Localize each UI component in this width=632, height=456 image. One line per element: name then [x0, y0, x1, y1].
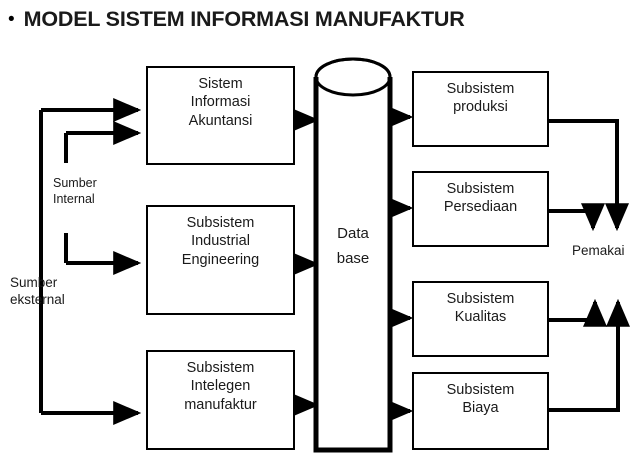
slide-title: • MODEL SISTEM INFORMASI MANUFAKTUR	[8, 2, 628, 36]
page-title: MODEL SISTEM INFORMASI MANUFAKTUR	[23, 6, 465, 31]
bullet-icon: •	[8, 8, 15, 30]
arrow-kualitas-to-pemakai	[548, 298, 607, 327]
database-label: Data base	[336, 225, 370, 267]
label-pemakai: Pemakai	[572, 243, 625, 258]
arrow-persediaan-to-pemakai	[548, 203, 605, 232]
arrow-biaya-to-pemakai	[548, 298, 630, 412]
arrow-produksi-to-pemakai	[548, 119, 629, 232]
